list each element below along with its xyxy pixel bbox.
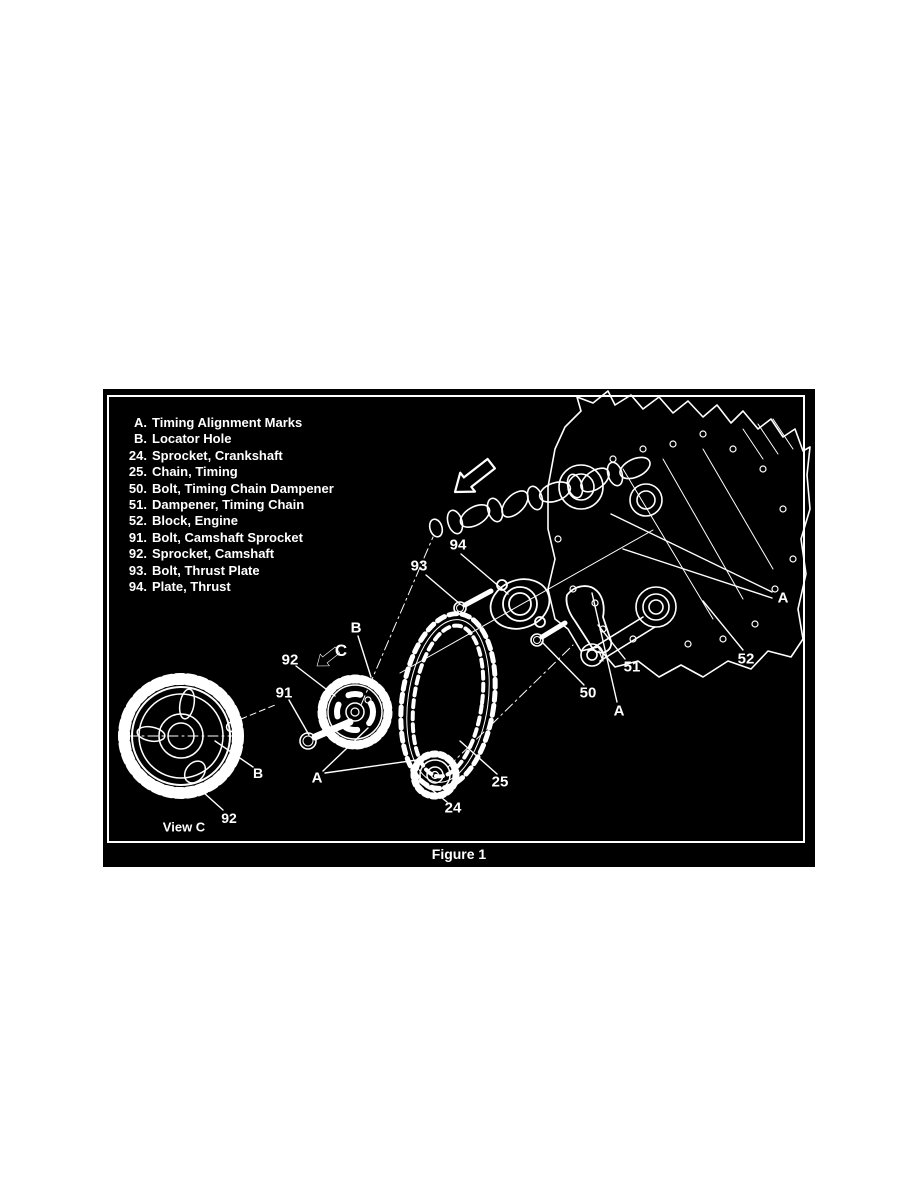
legend-item: 24. Sprocket, Crankshaft bbox=[123, 448, 334, 464]
legend-item: 93. Bolt, Thrust Plate bbox=[123, 563, 334, 579]
dampener-bolt bbox=[530, 620, 568, 647]
callout-a-mid: A bbox=[613, 702, 625, 720]
thrust-plate-bolt bbox=[453, 588, 494, 615]
legend-name: Bolt, Camshaft Sprocket bbox=[152, 529, 303, 545]
callout-a-right: A bbox=[777, 589, 789, 607]
callout-91: 91 bbox=[275, 684, 293, 702]
thrust-plate bbox=[489, 578, 551, 630]
view-c-gear bbox=[118, 673, 244, 799]
callout-94: 94 bbox=[449, 536, 467, 554]
legend-key: 91. bbox=[128, 529, 147, 545]
legend-name: Block, Engine bbox=[152, 513, 238, 529]
timing-chain-diagram bbox=[118, 390, 811, 811]
callout-51: 51 bbox=[623, 658, 641, 676]
callout-25: 25 bbox=[491, 773, 509, 791]
legend-key: B. bbox=[134, 431, 147, 447]
legend-item: 25. Chain, Timing bbox=[123, 464, 334, 480]
center-lines bbox=[127, 529, 654, 768]
legend-item: 50. Bolt, Timing Chain Dampener bbox=[123, 481, 334, 497]
legend-name: Sprocket, Crankshaft bbox=[152, 447, 283, 463]
legend-key: 50. bbox=[128, 480, 147, 496]
legend-name: Sprocket, Camshaft bbox=[152, 546, 275, 562]
legend-item: 94. Plate, Thrust bbox=[123, 579, 334, 595]
camshaft-sprocket-bolt bbox=[299, 718, 354, 750]
legend-key: 51. bbox=[128, 497, 147, 513]
parts-legend: A.Timing Alignment Marks B.Locator Hole … bbox=[123, 415, 334, 595]
legend-key: 92. bbox=[128, 546, 147, 562]
legend-item: A. Timing Alignment Marks bbox=[123, 415, 334, 431]
engine-block bbox=[547, 390, 811, 678]
camshaft bbox=[428, 456, 651, 538]
view-c-label: View C bbox=[162, 819, 206, 835]
callout-a-left: A bbox=[311, 769, 323, 787]
callout-92-top: 92 bbox=[281, 651, 299, 669]
legend-name: Bolt, Timing Chain Dampener bbox=[152, 480, 334, 496]
leader-lines bbox=[202, 513, 773, 811]
legend-item: 92. Sprocket, Camshaft bbox=[123, 546, 334, 562]
legend-name: Chain, Timing bbox=[152, 464, 238, 480]
callout-c: C bbox=[334, 641, 348, 660]
legend-name: Plate, Thrust bbox=[152, 579, 231, 595]
figure-inner-border bbox=[107, 395, 805, 843]
callout-50: 50 bbox=[579, 684, 597, 702]
direction-arrow-icon bbox=[453, 457, 497, 494]
legend-item: 91. Bolt, Camshaft Sprocket bbox=[123, 530, 334, 546]
legend-key: 25. bbox=[128, 464, 147, 480]
callout-52: 52 bbox=[737, 650, 755, 668]
legend-item: 52. Block, Engine bbox=[123, 513, 334, 529]
callout-b-viewc: B bbox=[252, 765, 264, 781]
legend-name: Bolt, Thrust Plate bbox=[152, 562, 260, 578]
view-c-arrow-icon bbox=[316, 646, 341, 667]
callout-b-top: B bbox=[350, 619, 362, 637]
legend-key: 93. bbox=[128, 562, 147, 578]
legend-key: A. bbox=[134, 415, 147, 430]
figure-caption: Figure 1 bbox=[431, 846, 487, 862]
legend-item: 51. Dampener, Timing Chain bbox=[123, 497, 334, 513]
legend-name: Timing Alignment Marks bbox=[152, 415, 303, 430]
callout-24: 24 bbox=[444, 799, 462, 817]
camshaft-sprocket bbox=[317, 674, 393, 750]
legend-item: B. Locator Hole bbox=[123, 431, 334, 447]
figure-panel: A.Timing Alignment Marks B.Locator Hole … bbox=[103, 389, 815, 867]
callout-92-viewc: 92 bbox=[221, 810, 237, 826]
legend-name: Locator Hole bbox=[152, 431, 232, 447]
legend-name: Dampener, Timing Chain bbox=[152, 497, 305, 513]
callout-93: 93 bbox=[410, 557, 428, 575]
crankshaft-sprocket bbox=[410, 750, 460, 800]
legend-key: 24. bbox=[128, 447, 147, 463]
legend-key: 52. bbox=[128, 513, 147, 529]
legend-key: 94. bbox=[128, 579, 147, 595]
